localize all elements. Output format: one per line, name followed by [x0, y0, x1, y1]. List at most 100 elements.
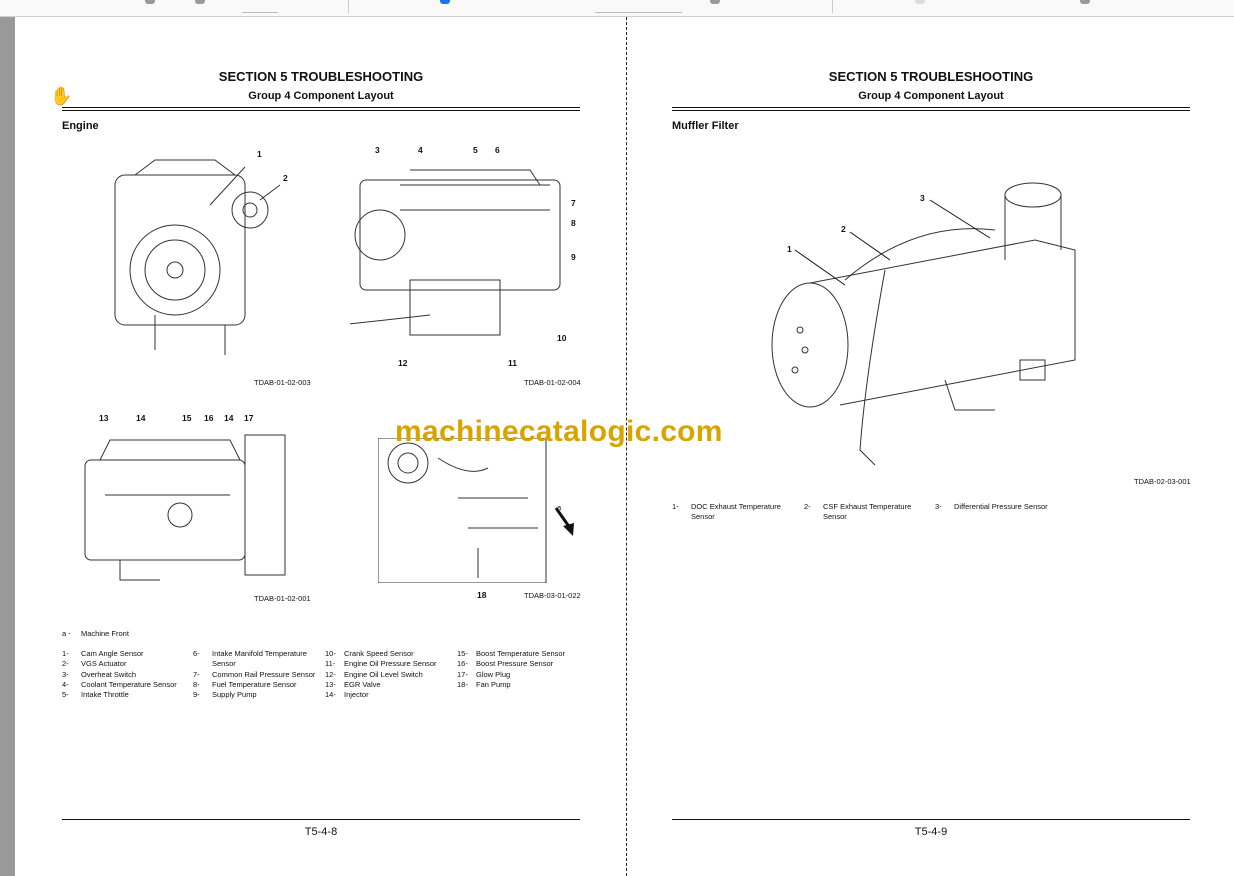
- legend-text: Intake Manifold Temperature Sensor: [212, 649, 307, 669]
- figure-code: TDAB-01-02-001: [254, 594, 311, 603]
- footer-rule: [672, 819, 1190, 820]
- legend-text: EGR Valve: [344, 679, 381, 689]
- callout: 3: [920, 193, 925, 203]
- legend-text: Fuel Temperature Sensor: [212, 679, 297, 689]
- callout: 1: [787, 244, 792, 254]
- callout: 2: [283, 173, 288, 183]
- fit-page-icon[interactable]: [710, 0, 720, 4]
- legend-text: Boost Pressure Sensor: [476, 659, 554, 669]
- zoom-icon[interactable]: [440, 0, 450, 4]
- legend-num: 3-: [62, 669, 69, 679]
- section-title: SECTION 5 TROUBLESHOOTING: [828, 69, 1034, 84]
- legend-num: 12-: [325, 669, 336, 679]
- legend-num: 6-: [193, 649, 200, 658]
- callout: 14: [224, 413, 234, 423]
- legend-num: 8-: [193, 679, 200, 689]
- toolbar-icon[interactable]: [1080, 0, 1090, 4]
- legend-num: 11-: [325, 659, 336, 669]
- callout: 18: [477, 590, 487, 600]
- engine-front-figure: [114, 159, 281, 355]
- zoom-input[interactable]: [595, 12, 682, 13]
- callout: 4: [418, 145, 423, 155]
- legend-text: Engine Oil Level Switch: [344, 669, 423, 679]
- legend-text: VGS Actuator: [81, 659, 127, 669]
- header-rule: [62, 107, 580, 108]
- legend-item-1: 1- DOC Exhaust Temperature Sensor: [672, 502, 786, 523]
- note-machine-front: a - Machine Front: [62, 629, 129, 639]
- legend-text: Injector: [344, 690, 369, 700]
- legend-num: 10-: [325, 649, 336, 658]
- toolbar-separator: [832, 0, 833, 13]
- legend-text: Cam Angle Sensor: [81, 649, 144, 658]
- toolbar: [0, 0, 1234, 17]
- page-divider: [626, 17, 627, 876]
- callout: 9: [571, 252, 576, 262]
- callout: 15: [182, 413, 192, 423]
- legend-text: DOC Exhaust Temperature Sensor: [691, 502, 781, 522]
- legend-num: 15-: [457, 649, 468, 658]
- figure-code: TDAB-02-03-001: [1134, 477, 1191, 486]
- legend-num: 14-: [325, 690, 336, 700]
- legend-text: Differential Pressure Sensor: [954, 502, 1048, 511]
- callout: 5: [473, 145, 478, 155]
- hand-cursor-icon: ✋: [50, 86, 73, 106]
- callout: 1: [257, 149, 262, 159]
- note-text: Machine Front: [81, 629, 129, 638]
- callout: 6: [495, 145, 500, 155]
- figure-code: TDAB-03-01-022: [524, 591, 581, 600]
- footer-rule: [62, 819, 580, 820]
- legend-num: 2-: [804, 502, 811, 511]
- toolbar-separator: [348, 0, 349, 13]
- legend-num: 13-: [325, 679, 336, 689]
- header-rule: [672, 110, 1190, 111]
- callout: 2: [841, 224, 846, 234]
- callout: 13: [99, 413, 109, 423]
- page-number-input[interactable]: [242, 12, 278, 13]
- muffler-filter-figure: [771, 182, 1076, 466]
- callout: 7: [571, 198, 576, 208]
- legend-num: 5-: [62, 690, 69, 700]
- page-number: T5-4-9: [914, 826, 948, 838]
- note-key: a -: [62, 629, 71, 638]
- legend-text: Overheat Switch: [81, 669, 137, 679]
- callout: 12: [398, 358, 408, 368]
- legend-num: 7-: [193, 669, 200, 679]
- left-scroll-strip[interactable]: [0, 17, 15, 876]
- callout: 17: [244, 413, 254, 423]
- legend-col-2: 6- Intake Manifold Temperature Sensor 7- C…: [193, 649, 322, 700]
- legend-num: 9-: [193, 690, 200, 700]
- callout: 3: [375, 145, 380, 155]
- legend-col-3: 10-Crank Speed Sensor 11-Engine Oil Pres…: [325, 649, 454, 700]
- legend-text: CSF Exhaust Temperature Sensor: [823, 502, 912, 522]
- watermark: machinecatalogic.com: [395, 415, 723, 448]
- legend-num: 1-: [62, 649, 69, 658]
- header-rule: [62, 110, 580, 111]
- legend-col-1: 1- Cam Angle Sensor 2- VGS Actuator 3- Over…: [62, 649, 191, 700]
- legend-num: 17-: [457, 669, 468, 679]
- legend-text: Crank Speed Sensor: [344, 649, 414, 658]
- legend-text: Intake Throttle: [81, 690, 129, 700]
- legend-num: 1-: [672, 502, 679, 511]
- fan-pump-figure: [378, 438, 574, 583]
- toolbar-icon[interactable]: [145, 0, 155, 4]
- legend-text: Coolant Temperature Sensor: [81, 679, 177, 689]
- legend-num: 2-: [62, 659, 69, 669]
- legend-text: Common Rail Pressure Sensor: [212, 669, 316, 679]
- subheading-engine: Engine: [62, 120, 99, 132]
- group-title: Group 4 Component Layout: [858, 90, 1004, 102]
- toolbar-icon[interactable]: [915, 0, 925, 4]
- callout: 14: [136, 413, 146, 423]
- callout: 10: [557, 333, 567, 343]
- subheading-muffler-filter: Muffler Filter: [672, 120, 739, 132]
- legend-item-3: 3-Differential Pressure Sensor: [935, 502, 1094, 512]
- engine-side-figure: [350, 169, 561, 336]
- legend-col-4: 15-Boost Temperature Sensor 16-Boost Pre…: [457, 649, 586, 690]
- group-title: Group 4 Component Layout: [248, 90, 394, 102]
- toolbar-icon[interactable]: [195, 0, 205, 4]
- callout-a: a: [557, 503, 562, 512]
- header-rule: [672, 107, 1190, 108]
- legend-text: Supply Pump: [212, 690, 257, 700]
- legend-num: 16-: [457, 659, 468, 669]
- figure-code: TDAB-01-02-004: [524, 378, 581, 387]
- engine-top-figure: [84, 434, 286, 581]
